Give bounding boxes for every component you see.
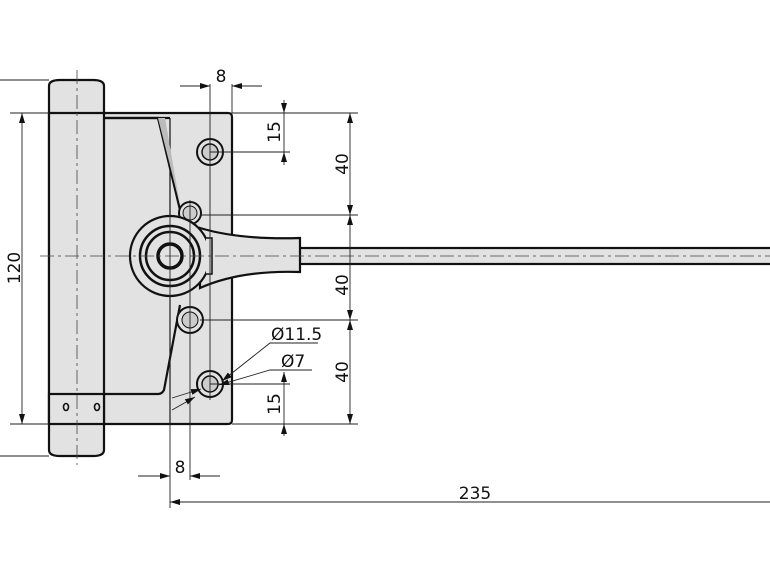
dim-hole-diameter: Ø7 xyxy=(281,352,305,372)
hinge-barrel xyxy=(47,78,106,458)
pin-hole-icon xyxy=(93,402,101,412)
dimension-lines xyxy=(0,79,770,505)
dim-hole-spacing-top: 40 xyxy=(333,153,353,175)
dim-arm-length: 235 xyxy=(459,484,491,504)
dim-hole-spacing-bottom: 40 xyxy=(333,361,353,383)
center-lines xyxy=(40,70,770,508)
barrel-band xyxy=(47,392,106,426)
dim-edge-offset-bottom: 15 xyxy=(265,393,285,415)
dim-hole-offset-bottom: 8 xyxy=(175,458,186,478)
dim-hole-spacing-middle: 40 xyxy=(333,274,353,296)
dim-overall-height: 120 xyxy=(5,252,25,284)
pin-hole-icon xyxy=(62,402,70,412)
dim-hole-offset-top: 8 xyxy=(216,67,227,87)
dim-edge-offset-top: 15 xyxy=(265,121,285,143)
dim-counterbore-diameter: Ø11.5 xyxy=(271,325,322,345)
